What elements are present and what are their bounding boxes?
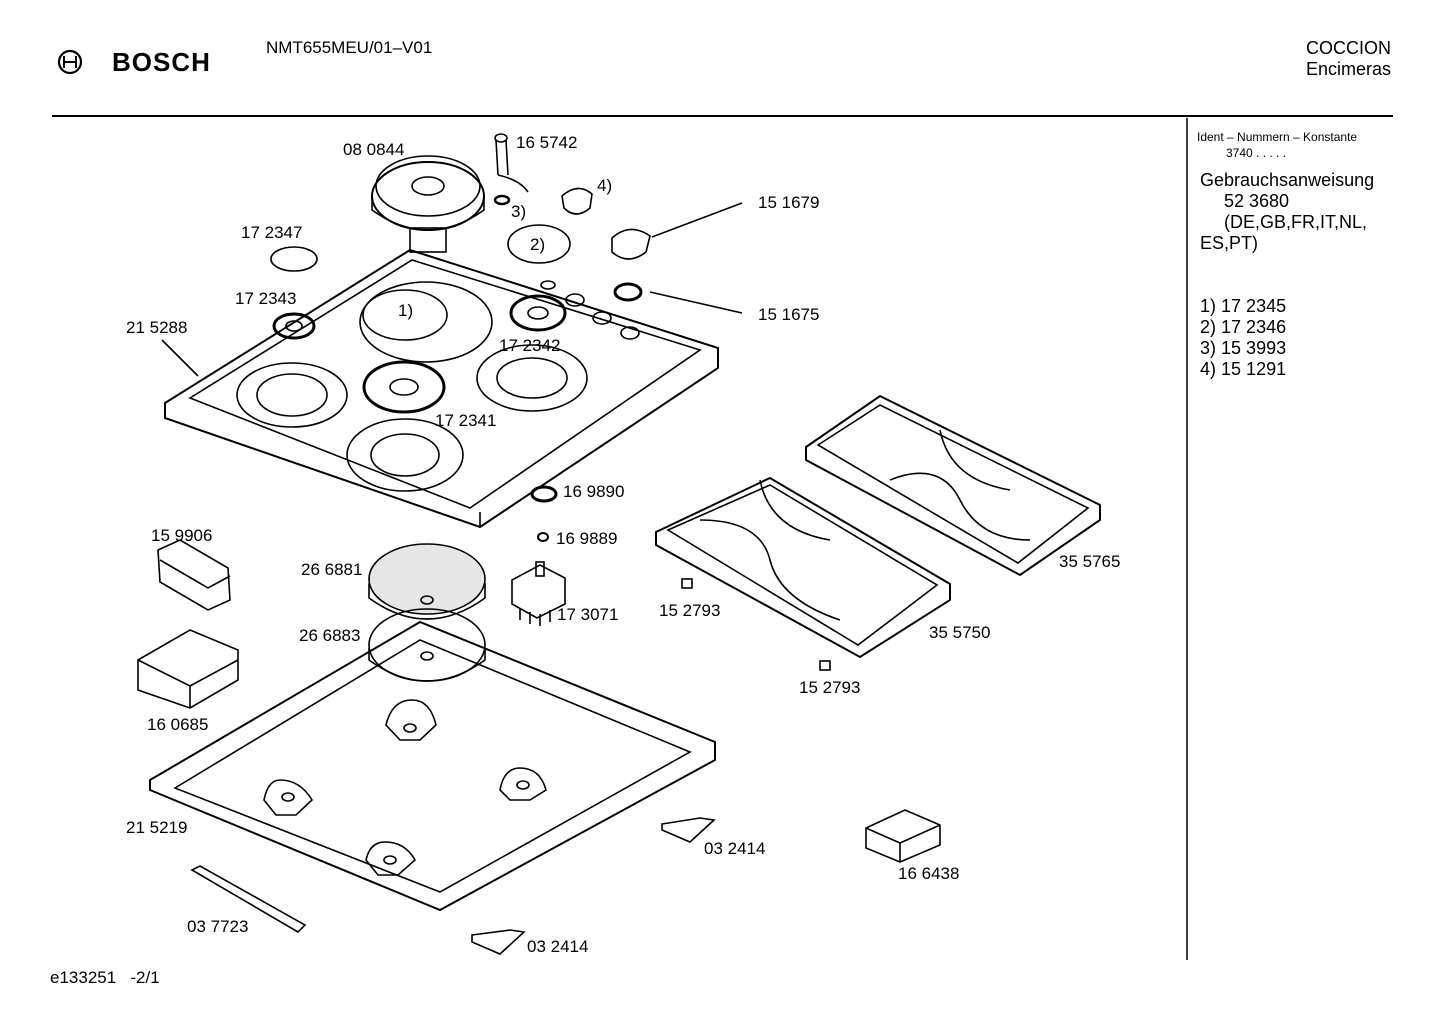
manual-number: 52 3680 [1224,191,1290,211]
part-label: 17 2347 [241,223,303,242]
brand-name: BOSCH [112,47,211,77]
burner-icon [272,294,567,414]
part-label: 15 9906 [151,526,213,545]
seal-strip-part [190,865,307,934]
rubber-foot-icon [819,660,831,671]
subcategory-title: Encimeras [1305,59,1391,79]
note-item: 4) 15 1291 [1200,359,1287,379]
part-label: 16 9889 [556,529,618,548]
cover-box-part [137,629,239,709]
hotplate-part [368,543,486,682]
pan-support-part [655,394,1101,659]
note-item: 3) 15 3993 [1200,338,1287,358]
part-label: 17 2341 [435,411,497,430]
ref-label: 3) [511,202,527,221]
hotplate-part [371,155,485,253]
category-title: COCCION [1306,38,1391,58]
cover-box-part [865,809,941,863]
header-category: COCCION Encimeras [1306,38,1391,80]
part-label: 17 3071 [557,605,619,624]
note-item: 2) 17 2346 [1200,317,1287,337]
part-label: 08 0844 [343,140,405,159]
part-label: 16 0685 [147,715,209,734]
part-label: 35 5750 [929,623,991,642]
bottom-tray-part [149,620,716,912]
note-item: 1) 17 2345 [1200,296,1287,316]
part-label: 21 5288 [126,318,188,337]
part-label: 15 2793 [799,678,861,697]
part-label: 17 2342 [499,336,561,355]
clip-part [471,929,526,955]
note-list: 1) 17 2345 2) 17 2346 3) 15 3993 4) 15 1… [1200,296,1286,380]
part-label: 03 2414 [527,937,589,956]
part-label: 03 7723 [187,917,249,936]
module-part [157,539,231,611]
part-label: 26 6881 [301,560,363,579]
energy-regulator-icon [511,561,566,626]
part-label: 35 5765 [1059,552,1121,571]
manual-languages: ES,PT) [1200,233,1259,253]
part-label: 16 5742 [516,133,578,152]
part-label: 15 1675 [758,305,820,324]
burner-cap-icon [270,246,318,272]
part-label: 16 9890 [563,482,625,501]
drawing-id: e133251 [50,968,117,987]
part-label: 15 2793 [659,601,721,620]
ref-label: 4) [597,176,613,195]
manual-languages: (DE,GB,FR,IT,NL, [1224,212,1368,232]
part-label: 16 6438 [898,864,960,883]
part-label: 26 6883 [299,626,361,645]
rubber-foot-icon [681,578,693,589]
part-label: 03 2414 [704,839,766,858]
part-label: 17 2343 [235,289,297,308]
page-number: -2/1 [130,968,160,987]
ident-value: 3740 . . . . . [1226,146,1287,160]
manual-title: Gebrauchsanweisung [1200,170,1375,190]
ident-title: Ident – Nummern – Konstante [1197,130,1358,144]
footer-info: e133251 -2/1 [50,968,160,988]
clip-part [661,817,716,843]
ref-label: 1) [398,301,414,320]
model-number: NMT655MEU/01–V01 [266,38,433,57]
part-label: 15 1679 [758,193,820,212]
bosch-logo-icon [57,49,83,75]
control-knob-icon [493,133,651,302]
ref-label: 2) [530,235,546,254]
burner-cap-icon [507,224,571,264]
part-label: 21 5219 [126,818,188,837]
